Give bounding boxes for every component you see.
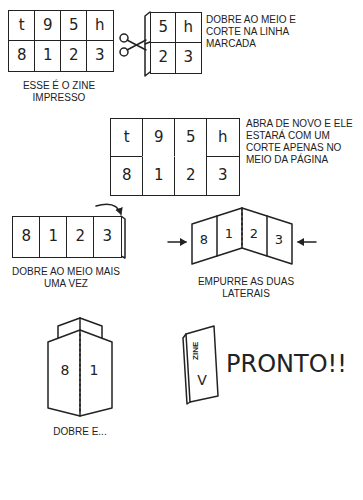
instruction-text: DOBRE AO MEIO MAIS UMA VEZ (8, 266, 124, 290)
page-number: 9 (154, 130, 164, 145)
page-cell: 2 (60, 40, 88, 72)
page-cell: 3 (175, 42, 202, 74)
caption-text: ESSE É O ZINE IMPRESSO (14, 80, 104, 104)
page-cell: 8 (110, 156, 144, 196)
star-fold (48, 318, 112, 416)
page-cell: 5 (60, 10, 88, 42)
page-number: 1 (222, 226, 236, 242)
page-number: 2 (186, 168, 196, 183)
page-cell: 5 (150, 12, 177, 44)
page-number: 8 (57, 362, 73, 379)
page-number: h (218, 130, 228, 145)
instruction-text: ABRA DE NOVO E ELE ESTARÁ COM UM CORTE A… (246, 118, 358, 166)
page-number: 1 (86, 362, 102, 379)
page-number: 1 (43, 48, 53, 63)
page-cell: 2 (150, 42, 177, 74)
page-number: t (124, 130, 130, 145)
page-number: 3 (183, 50, 193, 65)
page-cell: 3 (93, 216, 122, 258)
page-cell: h (86, 10, 114, 42)
page-number: h (183, 20, 193, 35)
page-number: 3 (218, 168, 228, 183)
push-arrow (298, 241, 316, 243)
page-cell: 8 (12, 216, 41, 258)
instruction-text: DOBRE AO MEIO E CORTE NA LINHA MARCADA (206, 14, 318, 50)
push-arrow (168, 241, 186, 243)
page-number: 8 (21, 229, 31, 244)
page-cell: t (110, 118, 144, 158)
page-number: 5 (69, 18, 79, 33)
page-number: 2 (69, 48, 79, 63)
page-cell: 1 (39, 216, 68, 258)
page-number: 2 (247, 226, 261, 242)
page-cell: 1 (142, 156, 176, 196)
page-cell: 5 (174, 118, 208, 158)
page-number: 8 (197, 232, 211, 248)
page-cell: 9 (34, 10, 62, 42)
cover-letter: V (191, 372, 213, 389)
page-number: 1 (48, 229, 58, 244)
page-cell: 2 (174, 156, 208, 196)
page-number: 5 (186, 130, 196, 145)
finished-zine (183, 326, 218, 404)
page-number: h (95, 18, 105, 33)
instruction-text: DOBRE E... (30, 426, 130, 438)
page-number: 3 (272, 232, 286, 248)
page-number: 2 (158, 50, 168, 65)
page-number: 8 (122, 168, 132, 183)
page-cell: h (175, 12, 202, 44)
fold-edge (121, 216, 125, 258)
page-number: t (19, 18, 25, 33)
cover-title: ZINE (191, 336, 201, 366)
page-number: 8 (17, 48, 27, 63)
page-number: 1 (154, 168, 164, 183)
scissors-icon (120, 34, 146, 56)
page-cell: h (206, 118, 240, 158)
page-cell: 8 (8, 40, 36, 72)
page-number: 3 (102, 229, 112, 244)
page-cell: 2 (66, 216, 95, 258)
page-cell: 9 (142, 118, 176, 158)
fold-arrow (96, 204, 121, 214)
page-number: 9 (43, 18, 53, 33)
accordion-fold (192, 208, 292, 264)
page-number: 2 (75, 229, 85, 244)
page-number: 5 (158, 20, 168, 35)
page-number: 3 (95, 48, 105, 63)
instruction-text: EMPURRE AS DUAS LATERAIS (196, 276, 296, 300)
done-text: PRONTO!! (226, 350, 356, 379)
page-cell: t (8, 10, 36, 42)
page-cell: 3 (86, 40, 114, 72)
page-cell: 1 (34, 40, 62, 72)
page-cell: 3 (206, 156, 240, 196)
